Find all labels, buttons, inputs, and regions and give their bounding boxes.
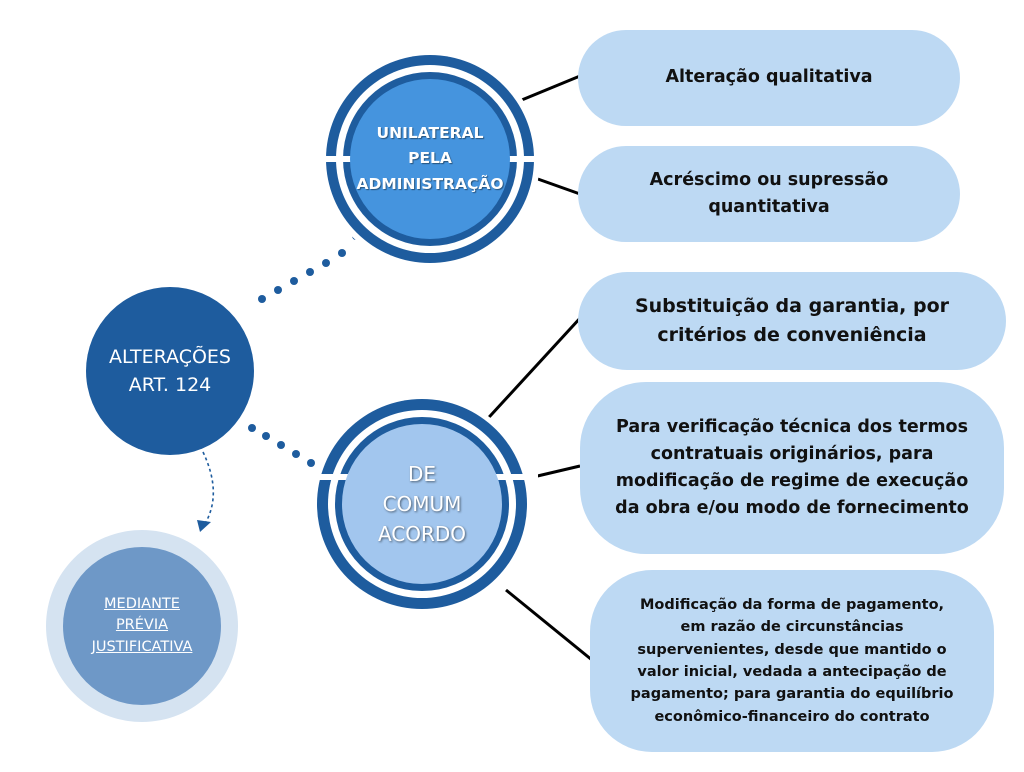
root-label: ALTERAÇÕES ART. 124: [96, 331, 244, 411]
box-5-line-5: pagamento; para garantia do equilíbrio: [630, 686, 954, 703]
box-3: [578, 272, 1006, 370]
root-line-2: ART. 124: [128, 374, 212, 396]
box-4-text: Para verificação técnica dos termos cont…: [580, 382, 1004, 554]
dotted-connector-root-unilateral: [258, 232, 360, 303]
mediante-label: MEDIANTE PRÉVIA JUSTIFICATIVA: [76, 590, 208, 662]
box-1: [578, 30, 960, 126]
box-1-text: Alteração qualitativa: [578, 30, 960, 126]
dashed-arrow-root-mediante: [197, 451, 215, 532]
mediante-line-2: PRÉVIA: [115, 617, 169, 634]
mediante-line-1: MEDIANTE: [104, 596, 180, 613]
connector-unilateral-box-1: [511, 74, 581, 106]
unilateral-label: UNILATERAL PELA ADMINISTRAÇÃO: [340, 114, 520, 204]
root-line-1: ALTERAÇÕES: [109, 345, 231, 368]
box-5-line-1: Modificação da forma de pagamento,: [639, 596, 945, 613]
connector-comum-box-3: [478, 314, 584, 429]
mediante-line-3: JUSTIFICATIVA: [91, 638, 193, 655]
box-5-line-4: valor inicial, vedada a antecipação de: [637, 664, 947, 680]
unilateral-node: [316, 49, 544, 269]
root-node: [86, 287, 254, 455]
box-5-line-2: em razão de circunstâncias: [680, 619, 904, 636]
box-4-line-2: contratuais originários, para: [650, 443, 934, 464]
comum-line-3: ACORDO: [377, 522, 467, 546]
comum-acordo-label: DE COMUM ACORDO: [352, 454, 492, 554]
box-5-line-6: econômico-financeiro do contrato: [654, 708, 930, 725]
box-1-line-1: Alteração qualitativa: [665, 67, 873, 88]
connector-comum-box-5: [505, 588, 593, 662]
box-3-text: Substituição da garantia, por critérios …: [578, 272, 1006, 370]
box-5-text: Modificação da forma de pagamento, em ra…: [590, 570, 994, 752]
comum-line-1: DE: [407, 462, 437, 486]
box-4-line-1: Para verificação técnica dos termos: [616, 416, 968, 437]
box-3-line-1: Substituição da garantia, por: [634, 294, 950, 317]
unilateral-line-2: PELA: [408, 149, 452, 168]
comum-line-2: COMUM: [382, 492, 462, 516]
box-4-line-3: modificação de regime de execução: [615, 471, 969, 491]
unilateral-line-1: UNILATERAL: [376, 123, 484, 142]
box-3-line-2: critérios de conveniência: [657, 324, 927, 346]
box-5: [590, 570, 994, 752]
box-2-line-2: quantitativa: [708, 197, 830, 217]
box-5-line-3: supervenientes, desde que mantido o: [637, 641, 947, 658]
box-2: [578, 146, 960, 242]
box-4: [580, 382, 1004, 554]
connector-unilateral-box-2: [534, 176, 581, 196]
comum-acordo-node: [306, 394, 538, 614]
box-2-line-1: Acréscimo ou supressão: [649, 169, 889, 190]
box-2-text: Acréscimo ou supressão quantitativa: [578, 146, 960, 242]
box-4-line-4: da obra e/ou modo de fornecimento: [615, 498, 969, 519]
unilateral-line-3: ADMINISTRAÇÃO: [356, 174, 504, 193]
mediante-node: [46, 530, 238, 722]
